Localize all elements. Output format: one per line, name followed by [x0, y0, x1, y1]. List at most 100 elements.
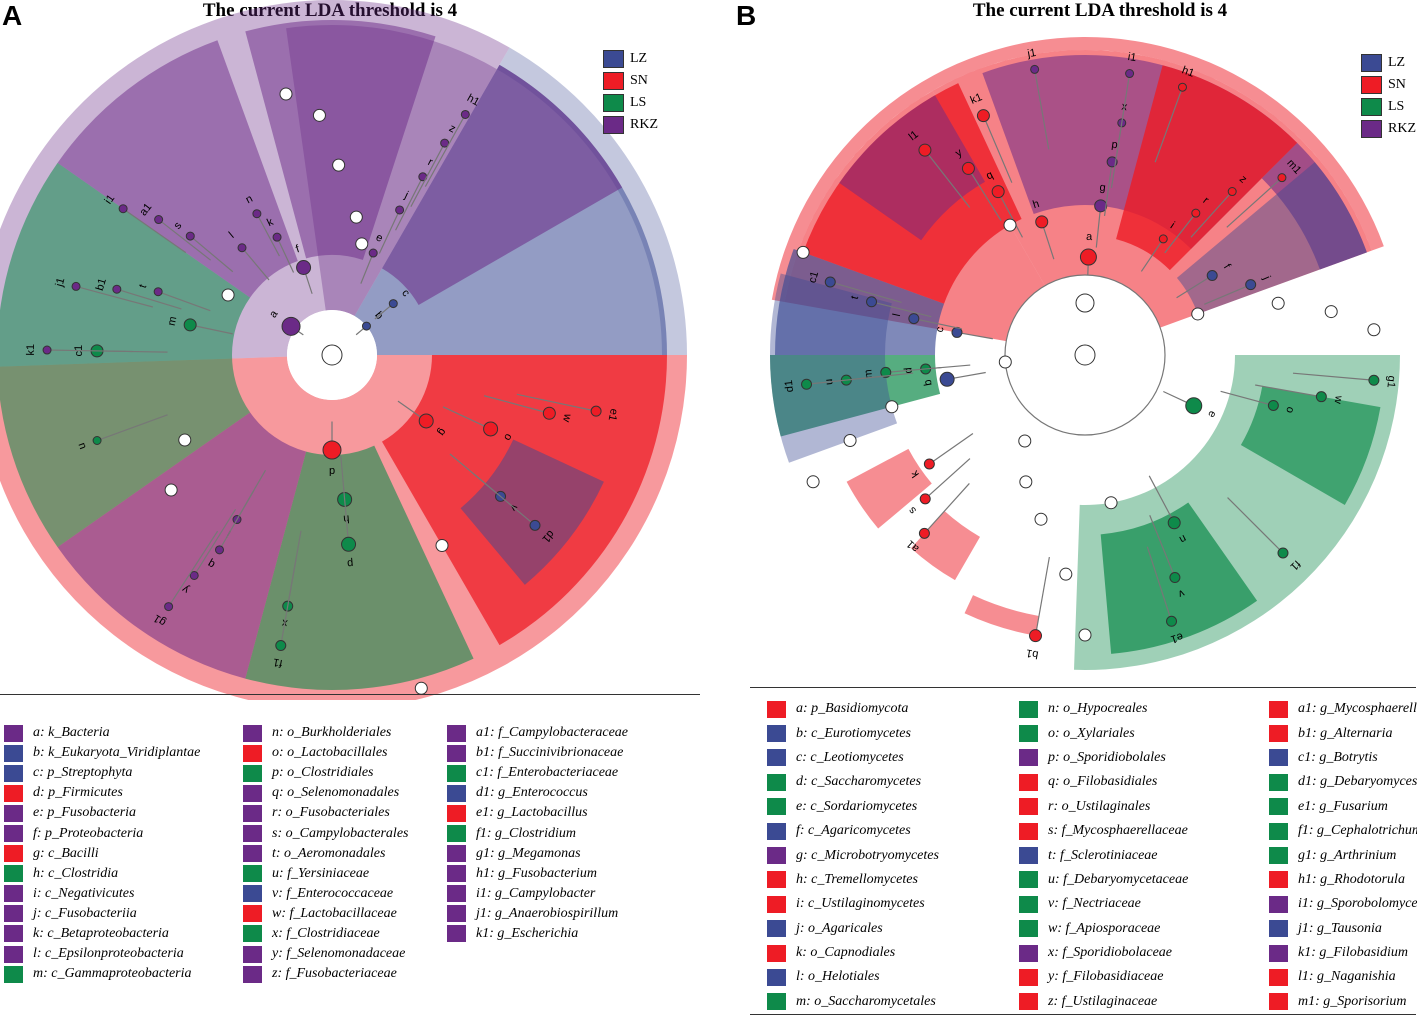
key-label: d: c_Saccharomycetes — [796, 774, 922, 790]
neutral-node — [312, 108, 326, 122]
key-row: o: o_Xylariales — [1019, 721, 1188, 745]
key-label: h1: g_Rhodotorula — [1298, 871, 1405, 887]
node-label-s: s — [906, 504, 919, 516]
key-row: e1: g_Fusarium — [1269, 795, 1417, 819]
key-row: g1: g_Arthrinium — [1269, 843, 1417, 867]
node-label-o: o — [1283, 405, 1296, 414]
neutral-node — [1104, 496, 1118, 510]
key-label: n: o_Burkholderiales — [272, 725, 392, 741]
node-m — [183, 318, 197, 332]
key-label: k: o_Capnodiales — [796, 945, 896, 961]
neutral-node — [279, 87, 293, 101]
legend-swatch — [1361, 76, 1382, 94]
key-swatch — [1269, 871, 1288, 889]
clade-wedge-k1 — [839, 95, 985, 241]
key-swatch — [447, 804, 466, 822]
key-label: c1: f_Enterobacteriaceae — [476, 765, 619, 781]
branch-line — [1164, 212, 1197, 254]
key-swatch — [447, 905, 466, 923]
key-label: j1: g_Anaerobiospirillum — [476, 905, 619, 921]
node-v — [1169, 572, 1181, 584]
neutral-node — [355, 237, 369, 251]
key-label: f1: g_Clostridium — [476, 825, 576, 841]
neutral-node — [332, 158, 346, 172]
key-label: e: p_Fusobacteria — [33, 805, 137, 821]
key-swatch — [1019, 847, 1038, 865]
key-label: s: o_Campylobacterales — [272, 825, 409, 841]
key-label: v: f_Nectriaceae — [1048, 896, 1141, 912]
branch-line — [47, 349, 133, 353]
node-label-z: z — [447, 122, 457, 135]
branch-line — [1220, 390, 1274, 407]
key-row: p: o_Sporidiobolales — [1019, 746, 1188, 770]
key-label: p: o_Sporidiobolales — [1048, 749, 1166, 765]
key-swatch — [4, 865, 23, 883]
node-d1 — [529, 519, 541, 531]
key-row: h1: g_Rhodotorula — [1269, 868, 1417, 892]
node-label-w: w — [1332, 394, 1345, 405]
node-f1 — [1277, 547, 1289, 559]
key-swatch — [4, 784, 23, 802]
key-swatch — [447, 845, 466, 863]
node-h1 — [1177, 82, 1187, 92]
node-n — [252, 209, 262, 219]
key-label: e1: g_Fusarium — [1298, 798, 1388, 814]
branch-line — [1095, 205, 1102, 248]
branch-line — [276, 236, 295, 273]
node-label-k1: k1 — [25, 344, 37, 356]
key-row: c1: f_Enterobacteriaceae — [447, 763, 628, 783]
key-label: m: o_Saccharomycetales — [796, 993, 936, 1009]
node-y — [189, 570, 199, 580]
key-row: b: k_Eukaryota_Viridiplantae — [4, 743, 200, 763]
branch-line — [442, 406, 491, 430]
clade-wedge-o — [1240, 386, 1381, 505]
key-swatch — [447, 724, 466, 742]
neutral-node — [221, 288, 235, 302]
key-label: k: c_Betaproteobacteria — [33, 925, 169, 941]
key-label: g1: g_Megamonas — [476, 845, 581, 861]
key-label: i: c_Negativicutes — [33, 885, 135, 901]
key-swatch — [1269, 968, 1288, 986]
key-row: z: f_Ustilaginaceae — [1019, 990, 1188, 1014]
node-a1 — [154, 215, 164, 225]
key-table-a — [0, 694, 700, 985]
key-label: q: o_Selenomonadales — [272, 785, 400, 801]
branch-line — [982, 115, 1013, 183]
clade-wedge-i — [57, 412, 307, 679]
key-swatch — [767, 871, 786, 889]
node-label-f1: f1 — [272, 656, 283, 669]
neutral-node — [1034, 512, 1048, 526]
key-row: q: o_Filobasidiales — [1019, 770, 1188, 794]
node-label-e1: e1 — [606, 407, 620, 421]
legend-item-rkz: RKZ — [603, 114, 658, 136]
key-row: i: c_Ustilaginomycetes — [767, 892, 939, 916]
key-swatch — [243, 724, 262, 742]
key-label: w: f_Apiosporaceae — [1048, 920, 1161, 936]
key-row: f: p_Proteobacteria — [4, 823, 200, 843]
key-row: f: c_Agaricomycetes — [767, 819, 939, 843]
key-row: h: c_Clostridia — [4, 864, 200, 884]
node-label-g: g — [435, 426, 448, 438]
branch-line — [241, 247, 270, 281]
key-swatch — [4, 804, 23, 822]
branch-line — [997, 191, 1023, 238]
node-f — [296, 260, 312, 276]
branch-line — [1154, 86, 1184, 163]
node-label-m: m — [166, 315, 180, 326]
node-label-t: t — [849, 295, 861, 301]
node-p — [341, 536, 357, 552]
node-f1 — [275, 640, 287, 652]
branch-line — [1292, 372, 1374, 381]
node-l1 — [918, 143, 932, 157]
node-z — [440, 138, 450, 148]
key-swatch — [767, 847, 786, 865]
key-label: s: f_Mycosphaerellaceae — [1048, 823, 1188, 839]
node-e — [368, 248, 378, 258]
key-row: m1: g_Sporisorium — [1269, 990, 1417, 1014]
key-swatch — [1269, 725, 1288, 743]
branch-line — [256, 213, 280, 257]
key-row: u: f_Debaryomycetaceae — [1019, 868, 1188, 892]
key-row: x: f_Sporidiobolaceae — [1019, 941, 1188, 965]
